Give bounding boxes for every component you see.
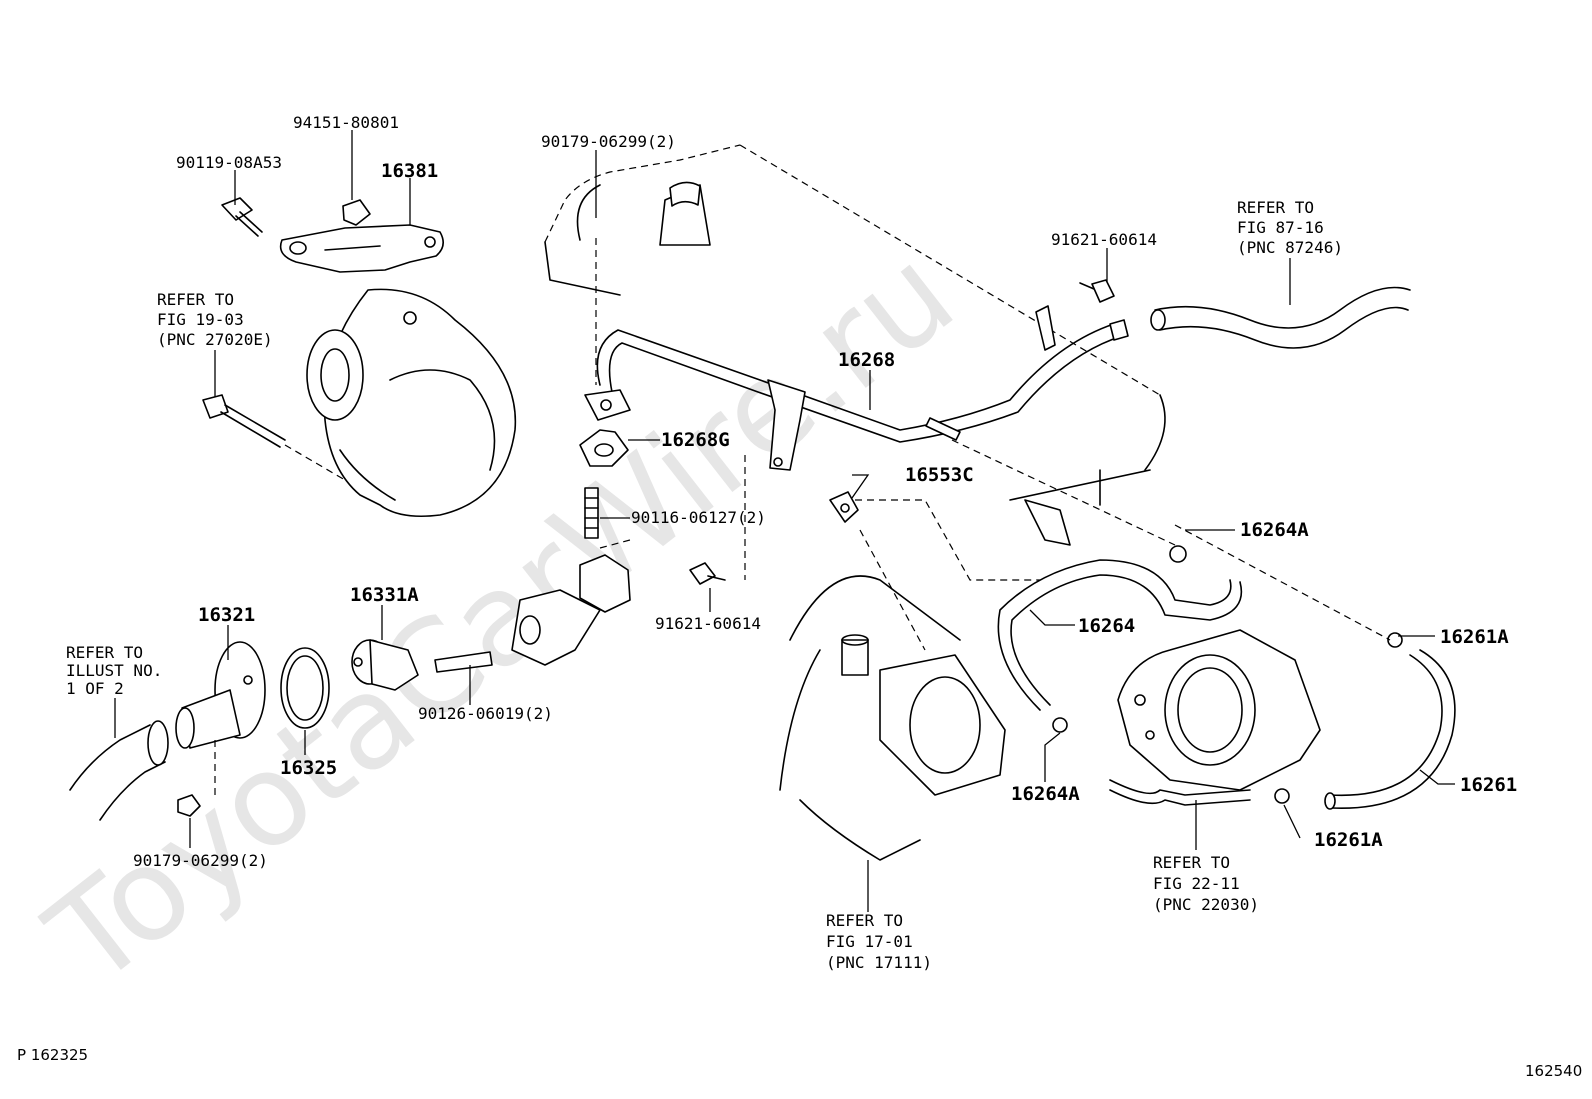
thermostat-16331A — [351, 639, 419, 691]
clip-16553C — [829, 491, 859, 523]
gasket-16325 — [280, 647, 330, 729]
image-code-right: 162540 — [1525, 1062, 1582, 1080]
label-94151-80801: 94151-80801 — [293, 113, 399, 132]
label-16553C: 16553C — [905, 464, 974, 486]
label-16321: 16321 — [198, 604, 255, 626]
clamp-16264A-top — [1169, 545, 1187, 563]
label-16261A-bottom: 16261A — [1314, 829, 1383, 851]
nut-94151 — [342, 199, 371, 226]
nut-90179-bottom — [177, 794, 201, 817]
label-refer-17-01-line3: (PNC 17111) — [826, 953, 932, 972]
bolt-91621-mid — [689, 562, 726, 585]
bolt-90119 — [221, 197, 263, 237]
long-bolt — [202, 394, 286, 448]
label-refer-19-03-line3: (PNC 27020E) — [157, 330, 273, 349]
clamp-16264A-bottom — [1052, 717, 1068, 733]
label-refer-87-16-line1: REFER TO — [1237, 198, 1314, 217]
label-16268G: 16268G — [661, 429, 730, 451]
water-outlet — [511, 554, 631, 666]
hose-16264 — [997, 559, 1243, 711]
label-90126-06019: 90126-06019(2) — [418, 704, 553, 723]
throttle-hose — [1109, 779, 1251, 806]
label-16264A-bottom: 16264A — [1011, 783, 1080, 805]
engine-cover-outline — [544, 144, 1166, 506]
label-16331A: 16331A — [350, 584, 419, 606]
hose-16261 — [1324, 649, 1456, 810]
image-code-left: P 162325 — [17, 1046, 88, 1064]
callout-labels: 94151-80801 90119-08A53 16381 90179-0629… — [66, 113, 1517, 972]
label-91621-60614-mid: 91621-60614 — [655, 614, 761, 633]
stud-90126 — [434, 651, 493, 673]
clamp-16261A-bottom — [1274, 788, 1290, 804]
water-bypass-pipe-16268 — [584, 305, 1129, 471]
label-refer-19-03-line1: REFER TO — [157, 290, 234, 309]
label-90179-06299-top: 90179-06299(2) — [541, 132, 676, 151]
label-91621-60614-top: 91621-60614 — [1051, 230, 1157, 249]
stud-90116 — [584, 487, 599, 539]
gasket-16268G — [579, 429, 629, 467]
clamp-16261A-top — [1387, 632, 1403, 648]
bolt-91621-top — [1079, 279, 1115, 303]
label-refer-87-16-line3: (PNC 87246) — [1237, 238, 1343, 257]
label-refer-illust-line1: REFER TO — [66, 643, 143, 662]
label-16261A-top: 16261A — [1440, 626, 1509, 648]
label-refer-illust-line3: 1 OF 2 — [66, 679, 124, 698]
leader-lines — [114, 130, 1455, 912]
label-refer-17-01-line2: FIG 17-01 — [826, 932, 913, 951]
label-16261: 16261 — [1460, 774, 1517, 796]
small-fitting — [1024, 499, 1071, 546]
bracket-16381 — [279, 224, 444, 273]
inlet-hose — [69, 720, 169, 821]
label-refer-illust-line2: ILLUST NO. — [66, 661, 162, 680]
label-refer-17-01-line1: REFER TO — [826, 911, 903, 930]
water-inlet-16321 — [175, 641, 266, 749]
label-refer-19-03-line2: FIG 19-03 — [157, 310, 244, 329]
label-90179-06299-bottom: 90179-06299(2) — [133, 851, 268, 870]
throttle-body — [1117, 629, 1321, 791]
label-refer-87-16-line2: FIG 87-16 — [1237, 218, 1324, 237]
label-16325: 16325 — [280, 757, 337, 779]
label-90119-08A53: 90119-08A53 — [176, 153, 282, 172]
label-16264: 16264 — [1078, 615, 1135, 637]
dashed-connectors — [214, 238, 1391, 800]
label-16264A-top: 16264A — [1240, 519, 1309, 541]
label-refer-22-11-line1: REFER TO — [1153, 853, 1230, 872]
label-refer-22-11-line2: FIG 22-11 — [1153, 874, 1240, 893]
label-refer-22-11-line3: (PNC 22030) — [1153, 895, 1259, 914]
radiator-hose — [1150, 286, 1411, 349]
label-16268: 16268 — [838, 349, 895, 371]
label-16381: 16381 — [381, 160, 438, 182]
alternator — [306, 288, 517, 518]
intake-manifold — [779, 575, 1006, 861]
label-90116-06127: 90116-06127(2) — [631, 508, 766, 527]
